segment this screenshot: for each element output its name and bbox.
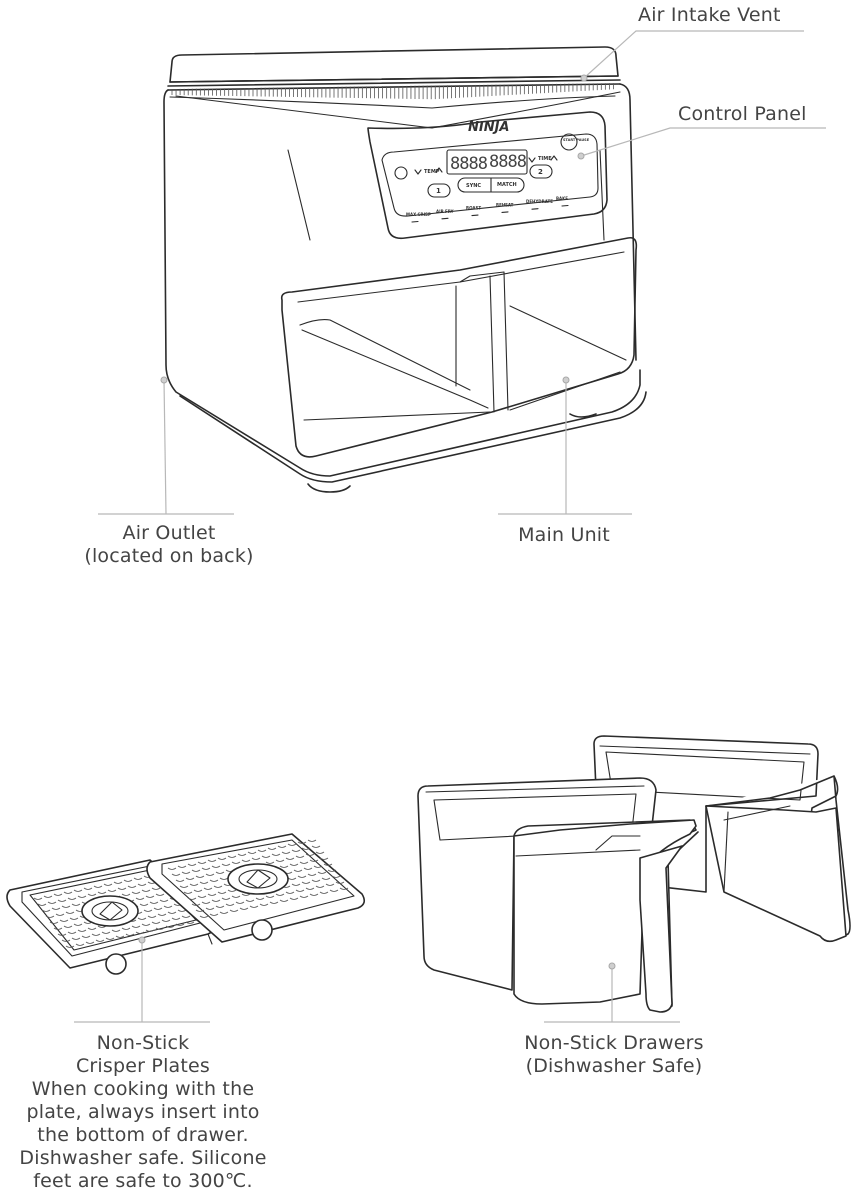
match-button[interactable]: MATCH — [497, 182, 517, 188]
main-unit-illustration: TEMP 8888 8888 TIME START PAUSE 1 2 SYNC… — [163, 46, 647, 493]
brand-logo: NINJA — [468, 120, 510, 135]
crisper-plates-line: feet are safe to 300℃. — [33, 1170, 253, 1192]
function-button-max-crisp[interactable]: MAX CRISP — [406, 212, 431, 217]
drawers-note: (Dishwasher Safe) — [525, 1055, 703, 1077]
control-panel-label: Control Panel — [678, 103, 807, 125]
function-indicator — [411, 220, 419, 223]
function-indicator — [561, 204, 569, 207]
crisper-plates-line: Non-Stick — [96, 1032, 190, 1054]
sync-button[interactable]: SYNC — [466, 183, 481, 189]
leader-lines — [74, 30, 826, 1023]
function-indicator — [531, 208, 539, 210]
drawers-label: Non-Stick Drawers (Dishwasher Safe) — [496, 1032, 732, 1078]
air-intake-vent-ribs — [171, 83, 614, 100]
function-button-dehydrate[interactable]: DEHYDRATE — [526, 199, 553, 204]
function-button-roast[interactable]: ROAST — [466, 206, 481, 211]
main-unit-label: Main Unit — [518, 524, 610, 546]
zone-1-button[interactable]: 1 — [436, 187, 441, 195]
crisper-plates-illustration — [6, 833, 366, 975]
crisper-plates-line: When cooking with the — [31, 1078, 255, 1100]
zone-2-button[interactable]: 2 — [538, 168, 543, 176]
function-indicator — [471, 214, 479, 217]
crisper-plates-line: plate, always insert into — [26, 1101, 260, 1123]
time-label: TIME — [538, 156, 552, 162]
function-button-bake[interactable]: BAKE — [556, 196, 568, 201]
function-indicator — [441, 217, 449, 220]
air-outlet-note: (located on back) — [84, 545, 254, 567]
crisper-plates-line: Crisper Plates — [75, 1055, 211, 1077]
crisper-plates-label: Non-Stick Crisper Plates When cooking wi… — [0, 1032, 286, 1193]
drawers-illustration — [417, 735, 851, 1013]
crisper-plates-line: the bottom of drawer. — [37, 1124, 249, 1146]
function-button-air-fry[interactable]: AIR FRY — [436, 209, 454, 214]
air-intake-vent-label: Air Intake Vent — [638, 4, 781, 26]
control-panel-graphic: TEMP 8888 8888 TIME START PAUSE 1 2 SYNC… — [367, 111, 608, 240]
drawers-title: Non-Stick Drawers — [524, 1032, 704, 1054]
air-outlet-title: Air Outlet — [122, 522, 216, 544]
crisper-plates-line: Dishwasher safe. Silicone — [19, 1147, 267, 1169]
function-button-reheat[interactable]: REHEAT — [496, 202, 514, 207]
display-right: 8888 — [489, 152, 527, 172]
display-left: 8888 — [450, 154, 488, 174]
function-indicator — [501, 211, 509, 213]
temp-label: TEMP — [424, 169, 440, 175]
start-pause-label: START PAUSE — [563, 138, 590, 142]
air-outlet-label: Air Outlet (located on back) — [64, 522, 274, 568]
